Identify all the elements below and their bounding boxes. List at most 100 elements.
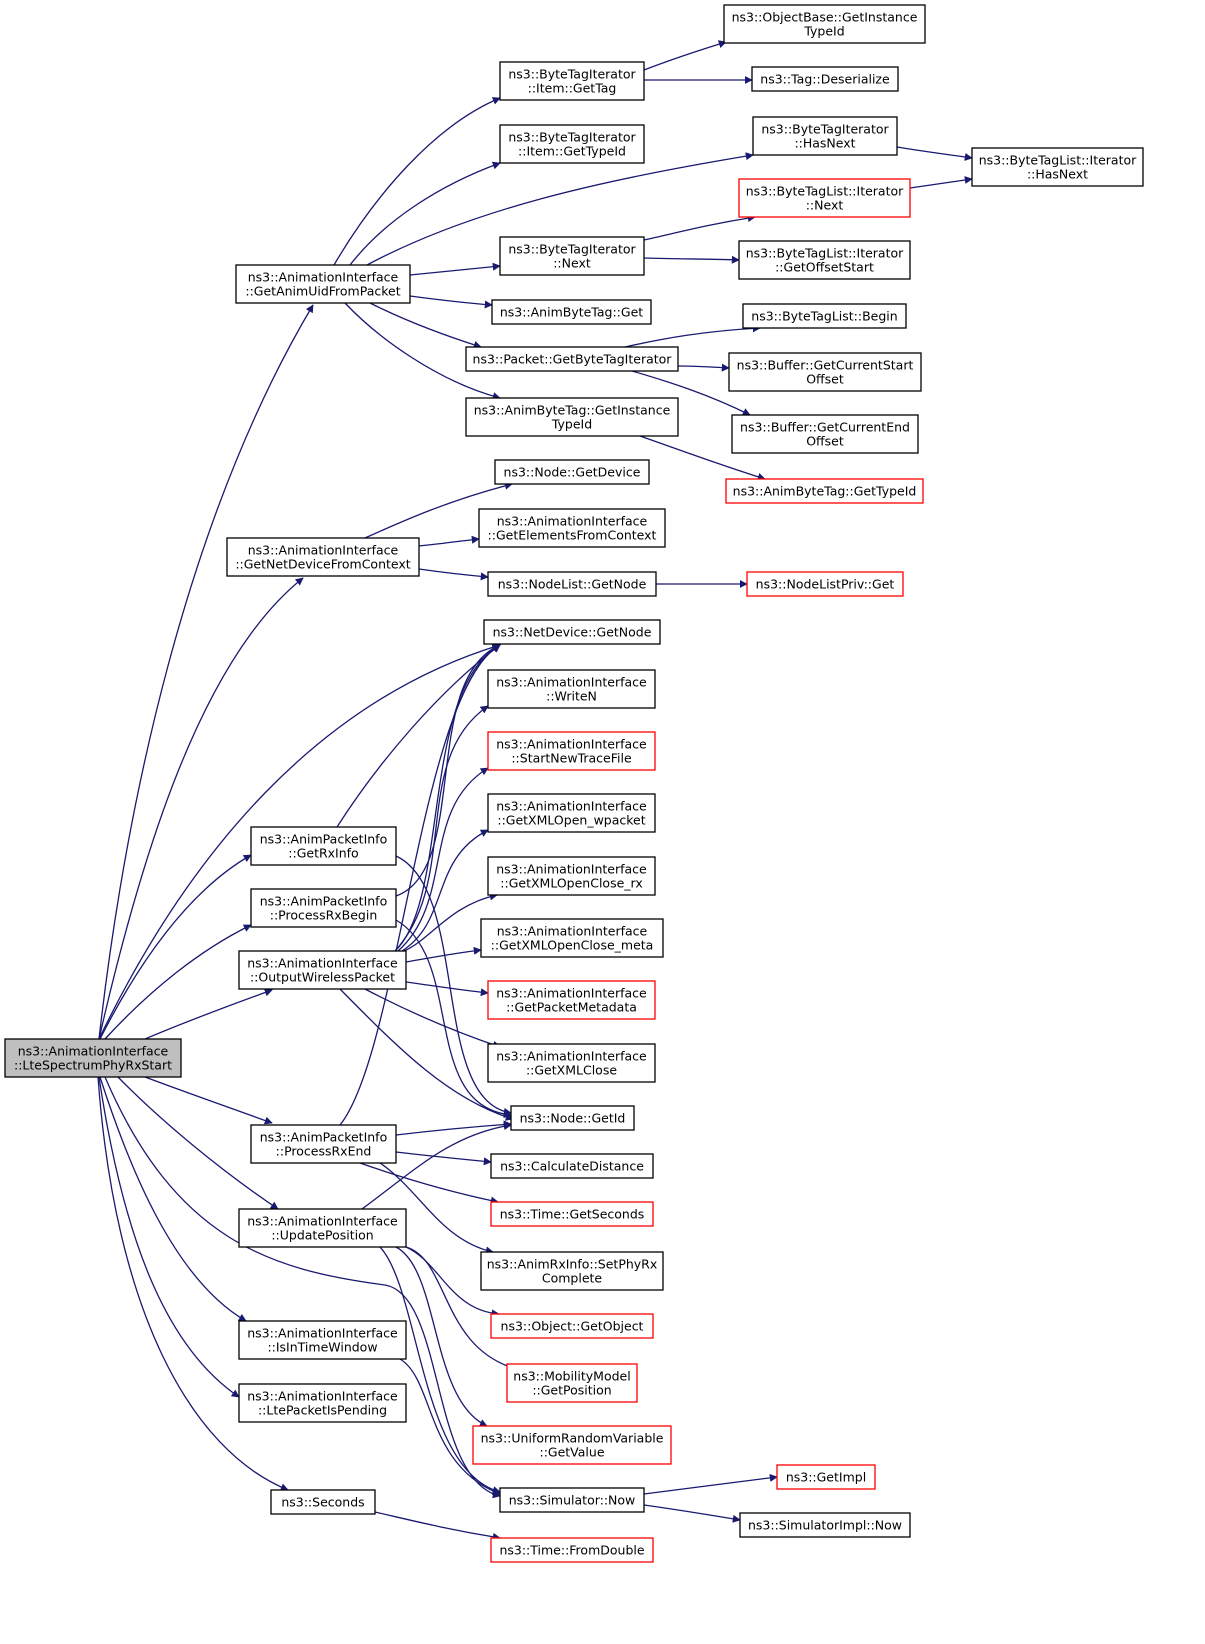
node-time_get_seconds[interactable]: ns3::Time::GetSeconds xyxy=(490,1201,654,1227)
node-btl_iter_offset[interactable]: ns3::ByteTagList::Iterator::GetOffsetSta… xyxy=(738,240,911,280)
node-item_get_tag[interactable]: ns3::ByteTagIterator::Item::GetTag xyxy=(499,61,645,101)
node-box[interactable] xyxy=(487,669,656,709)
node-seconds[interactable]: ns3::Seconds xyxy=(270,1489,376,1515)
node-btl_iter_next[interactable]: ns3::ByteTagList::Iterator::Next xyxy=(738,178,911,218)
node-bti_has_next[interactable]: ns3::ByteTagIterator::HasNext xyxy=(752,116,898,156)
node-get_impl[interactable]: ns3::GetImpl xyxy=(776,1464,876,1490)
node-xml_openclose_rx[interactable]: ns3::AnimationInterface::GetXMLOpenClose… xyxy=(487,856,656,896)
node-box[interactable] xyxy=(491,299,652,325)
node-box[interactable] xyxy=(480,918,664,958)
node-box[interactable] xyxy=(746,571,904,597)
node-box[interactable] xyxy=(487,731,656,771)
node-is_in_time_window[interactable]: ns3::AnimationInterface::IsInTimeWindow xyxy=(238,1320,407,1360)
node-box[interactable] xyxy=(483,619,661,645)
node-node_get_device[interactable]: ns3::Node::GetDevice xyxy=(494,459,650,485)
node-mobility_get_position[interactable]: ns3::MobilityModel::GetPosition xyxy=(506,1363,638,1403)
node-box[interactable] xyxy=(472,1425,672,1465)
node-box[interactable] xyxy=(490,1537,654,1563)
node-bti_next[interactable]: ns3::ByteTagIterator::Next xyxy=(499,236,645,276)
node-box[interactable] xyxy=(490,1153,654,1179)
node-get_anim_uid[interactable]: ns3::AnimationInterface::GetAnimUidFromP… xyxy=(235,264,411,304)
node-netdevice_get_node[interactable]: ns3::NetDevice::GetNode xyxy=(483,619,661,645)
node-output_wireless[interactable]: ns3::AnimationInterface::OutputWirelessP… xyxy=(238,950,407,990)
node-nodelist_get_node[interactable]: ns3::NodeList::GetNode xyxy=(487,571,657,597)
node-box[interactable] xyxy=(238,1208,407,1248)
node-box[interactable] xyxy=(250,888,397,928)
node-btl_begin[interactable]: ns3::ByteTagList::Begin xyxy=(742,303,907,329)
node-get_packet_metadata[interactable]: ns3::AnimationInterface::GetPacketMetada… xyxy=(487,980,656,1020)
node-box[interactable] xyxy=(490,1313,654,1339)
node-box[interactable] xyxy=(499,61,645,101)
node-get_rx_info[interactable]: ns3::AnimPacketInfo::GetRxInfo xyxy=(250,826,397,866)
node-get_netdev_ctx[interactable]: ns3::AnimationInterface::GetNetDeviceFro… xyxy=(226,537,420,577)
node-box[interactable] xyxy=(270,1489,376,1515)
node-update_position[interactable]: ns3::AnimationInterface::UpdatePosition xyxy=(238,1208,407,1248)
node-box[interactable] xyxy=(739,1512,911,1538)
node-process_rx_begin[interactable]: ns3::AnimPacketInfo::ProcessRxBegin xyxy=(250,888,397,928)
node-box[interactable] xyxy=(731,414,919,454)
node-box[interactable] xyxy=(226,537,420,577)
node-box[interactable] xyxy=(4,1038,182,1078)
node-box[interactable] xyxy=(490,1201,654,1227)
node-box[interactable] xyxy=(487,571,657,597)
node-box[interactable] xyxy=(465,346,679,372)
node-write_n[interactable]: ns3::AnimationInterface::WriteN xyxy=(487,669,656,709)
node-box[interactable] xyxy=(506,1363,638,1403)
node-box[interactable] xyxy=(742,303,907,329)
node-box[interactable] xyxy=(487,856,656,896)
node-box[interactable] xyxy=(480,1251,664,1291)
node-time_from_double[interactable]: ns3::Time::FromDouble xyxy=(490,1537,654,1563)
node-box[interactable] xyxy=(728,352,922,392)
node-animbytetag_get[interactable]: ns3::AnimByteTag::Get xyxy=(491,299,652,325)
node-object_get_object[interactable]: ns3::Object::GetObject xyxy=(490,1313,654,1339)
node-box[interactable] xyxy=(487,1043,656,1083)
node-box[interactable] xyxy=(738,178,911,218)
node-box[interactable] xyxy=(465,397,679,437)
node-uniform_get_value[interactable]: ns3::UniformRandomVariable::GetValue xyxy=(472,1425,672,1465)
node-btl_iter_has_next[interactable]: ns3::ByteTagList::Iterator::HasNext xyxy=(971,147,1144,187)
node-box[interactable] xyxy=(971,147,1144,187)
node-xml_openclose_meta[interactable]: ns3::AnimationInterface::GetXMLOpenClose… xyxy=(480,918,664,958)
node-box[interactable] xyxy=(752,116,898,156)
node-box[interactable] xyxy=(238,1383,407,1423)
node-box[interactable] xyxy=(250,826,397,866)
node-box[interactable] xyxy=(235,264,411,304)
node-box[interactable] xyxy=(250,1124,397,1164)
node-box[interactable] xyxy=(723,4,926,44)
node-box[interactable] xyxy=(725,478,924,504)
node-animbytetag_typeid[interactable]: ns3::AnimByteTag::GetTypeId xyxy=(725,478,924,504)
node-nodelistpriv_get[interactable]: ns3::NodeListPriv::Get xyxy=(746,571,904,597)
node-box[interactable] xyxy=(499,236,645,276)
node-box[interactable] xyxy=(499,124,645,164)
node-box[interactable] xyxy=(738,240,911,280)
node-xml_close[interactable]: ns3::AnimationInterface::GetXMLClose xyxy=(487,1043,656,1083)
node-box[interactable] xyxy=(238,950,407,990)
node-box[interactable] xyxy=(478,508,666,548)
node-box[interactable] xyxy=(751,66,899,92)
node-calc_distance[interactable]: ns3::CalculateDistance xyxy=(490,1153,654,1179)
node-item_get_typeid[interactable]: ns3::ByteTagIterator::Item::GetTypeId xyxy=(499,124,645,164)
node-process_rx_end[interactable]: ns3::AnimPacketInfo::ProcessRxEnd xyxy=(250,1124,397,1164)
node-start_new_trace[interactable]: ns3::AnimationInterface::StartNewTraceFi… xyxy=(487,731,656,771)
node-box[interactable] xyxy=(487,980,656,1020)
node-box[interactable] xyxy=(494,459,650,485)
node-box[interactable] xyxy=(238,1320,407,1360)
node-box[interactable] xyxy=(499,1487,645,1513)
node-node_get_id[interactable]: ns3::Node::GetId xyxy=(510,1105,635,1131)
node-tag_deserialize[interactable]: ns3::Tag::Deserialize xyxy=(751,66,899,92)
node-box[interactable] xyxy=(487,793,656,833)
node-simimpl_now[interactable]: ns3::SimulatorImpl::Now xyxy=(739,1512,911,1538)
node-lte_rx_start[interactable]: ns3::AnimationInterface::LteSpectrumPhyR… xyxy=(4,1038,182,1078)
node-box[interactable] xyxy=(776,1464,876,1490)
node-lte_packet_pending[interactable]: ns3::AnimationInterface::LtePacketIsPend… xyxy=(238,1383,407,1423)
node-packet_get_bti[interactable]: ns3::Packet::GetByteTagIterator xyxy=(465,346,679,372)
node-get_elements_ctx[interactable]: ns3::AnimationInterface::GetElementsFrom… xyxy=(478,508,666,548)
node-box[interactable] xyxy=(510,1105,635,1131)
node-simulator_now[interactable]: ns3::Simulator::Now xyxy=(499,1487,645,1513)
node-xml_open_wpacket[interactable]: ns3::AnimationInterface::GetXMLOpen_wpac… xyxy=(487,793,656,833)
